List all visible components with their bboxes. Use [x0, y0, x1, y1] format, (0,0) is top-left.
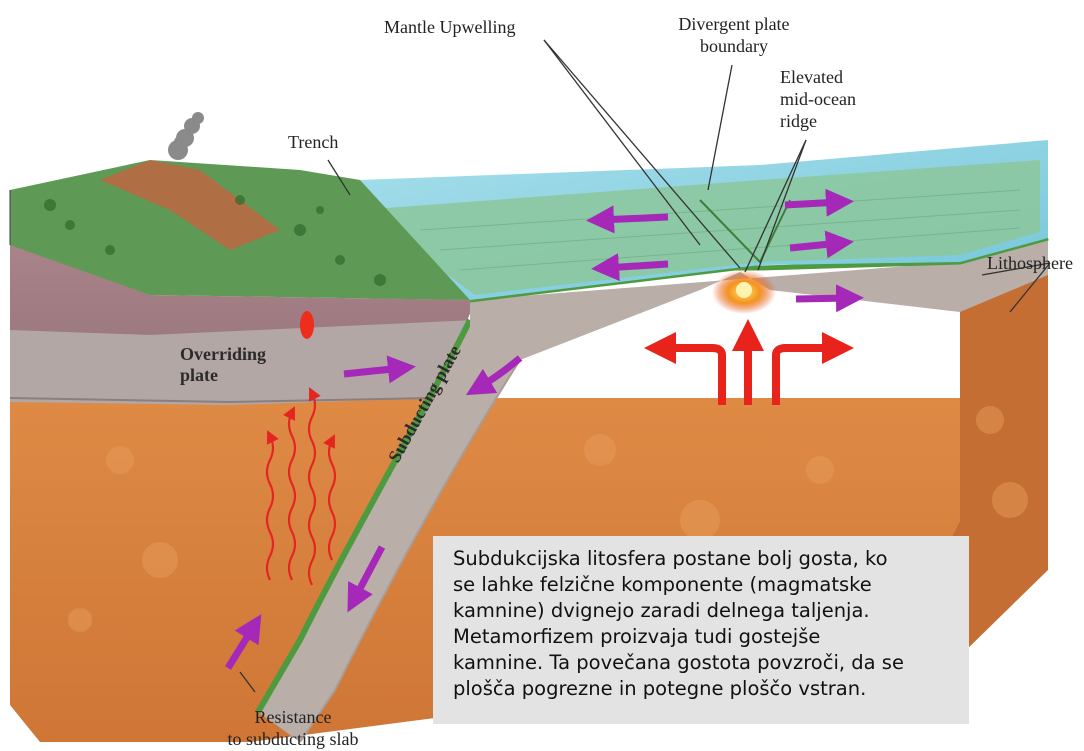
callout-line-6: plošča pogrezne in potegne ploščo vstran… [453, 676, 955, 702]
label-overriding-line2: plate [180, 365, 266, 386]
label-elevated-line1: Elevated [780, 66, 856, 88]
callout-line-2: se lahke felzične komponente (magmatske [453, 572, 955, 598]
magma-drop [300, 311, 314, 339]
callout-line-1: Subdukcijska litosfera postane bolj gost… [453, 546, 955, 572]
ridge-eruption [712, 270, 776, 314]
label-elevated-mid-ocean-ridge: Elevated mid-ocean ridge [780, 66, 856, 132]
mantle-upwelling-arrows [660, 335, 838, 405]
label-lithosphere: Lithosphere [987, 252, 1073, 274]
callout-line-3: kamnine) dvignejo zaradi delnega taljenj… [453, 598, 955, 624]
volcano-plume [168, 112, 204, 160]
label-resistance-to-subducting-slab: Resistance to subducting slab [218, 706, 368, 750]
label-mantle-upwelling: Mantle Upwelling [384, 16, 515, 38]
label-overriding-plate: Overriding plate [180, 344, 266, 386]
label-divergent-line1: Divergent plate [672, 13, 796, 35]
label-elevated-line3: ridge [780, 110, 856, 132]
label-trench: Trench [288, 131, 338, 153]
callout-line-5: kamnine. Ta povečana gostota povzroči, d… [453, 650, 955, 676]
label-divergent-line2: boundary [672, 35, 796, 57]
callout-line-4: Metamorfizem proizvaja tudi gostejše [453, 624, 955, 650]
label-elevated-line2: mid-ocean [780, 88, 856, 110]
explanation-callout: Subdukcijska litosfera postane bolj gost… [433, 536, 969, 724]
label-resistance-line2: to subducting slab [218, 728, 368, 750]
label-divergent-plate-boundary: Divergent plate boundary [672, 13, 796, 57]
label-resistance-line1: Resistance [218, 706, 368, 728]
label-overriding-line1: Overriding [180, 344, 266, 365]
